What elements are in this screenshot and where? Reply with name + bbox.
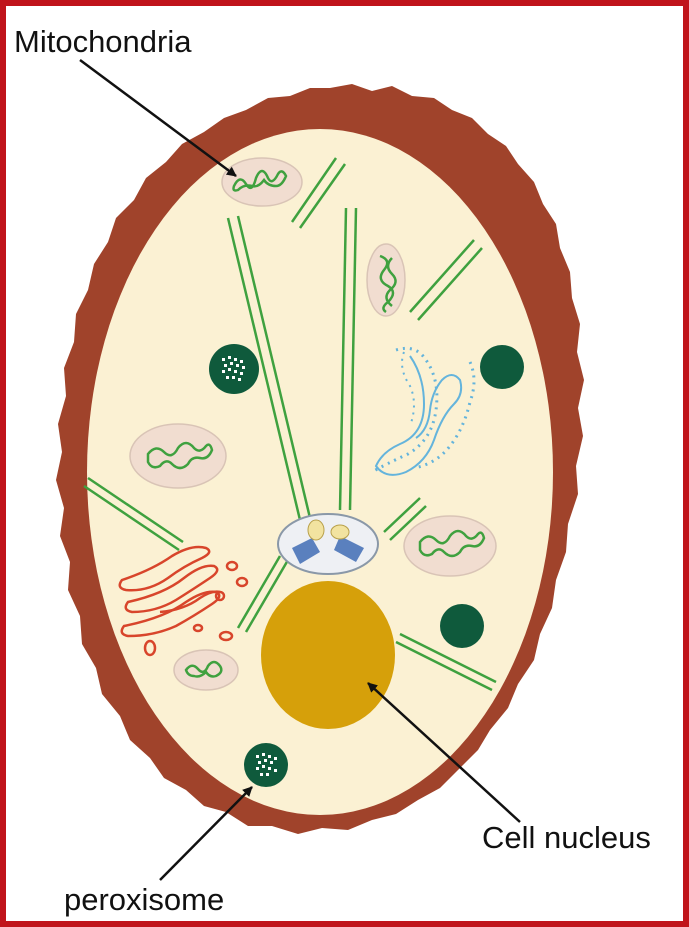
peroxisome-label: peroxisome	[64, 884, 224, 915]
mitochondria-label: Mitochondria	[14, 26, 191, 57]
mitochondrion	[222, 158, 302, 206]
peroxisome	[244, 743, 288, 787]
mitochondria-pointer-arrow	[80, 60, 236, 176]
centrosome	[278, 514, 378, 574]
peroxisome	[480, 345, 524, 389]
mitochondrion	[130, 424, 226, 488]
peroxisome	[209, 344, 259, 394]
peroxisome	[440, 604, 484, 648]
cell-nucleus-label: Cell nucleus	[482, 822, 651, 853]
mitochondrion	[367, 244, 405, 316]
cell-nucleus	[261, 581, 395, 729]
mitochondrion	[404, 516, 496, 576]
mitochondrion	[174, 650, 238, 690]
